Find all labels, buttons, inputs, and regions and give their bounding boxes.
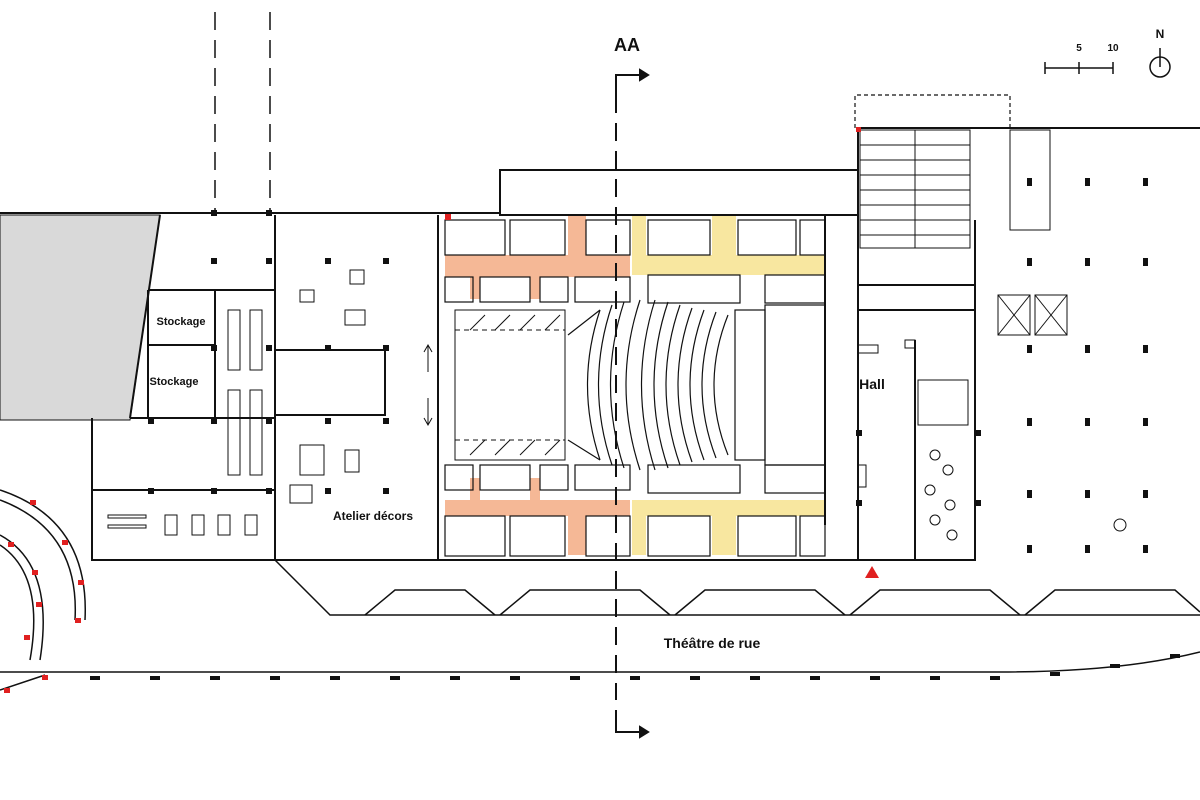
red-markers [4,127,861,693]
stage [423,309,566,461]
street-edge [0,559,1200,673]
yellow-circulation [632,215,825,555]
room-label-stockage-2: Stockage [150,376,199,388]
hall-furniture [857,339,1127,541]
storage-racks [107,269,366,536]
entrance-marker [865,566,879,578]
orange-circulation [445,215,630,555]
auditorium [567,299,826,471]
room-label-street: Théâtre de rue [664,635,761,651]
section-line [615,68,650,739]
curved-ramp [0,489,86,691]
scale-bar [1044,62,1114,74]
north-arrow-icon [1149,48,1171,78]
building-walls [0,127,1200,561]
grid-columns-right [1027,178,1148,553]
scale-tick-5: 5 [1076,43,1082,54]
room-label-atelier: Atelier décors [333,509,413,523]
stairs [859,129,1068,426]
service-rooms [444,219,826,557]
room-label-stockage-1: Stockage [157,316,206,328]
dashed-grid-lines [214,12,271,213]
scale-tick-10: 10 [1107,43,1119,54]
structural-columns [148,210,981,506]
street-bollards [90,654,1180,680]
room-label-hall: Hall [859,376,885,392]
existing-building-zone [0,214,161,421]
section-label: AA [614,35,640,55]
roof-outline [854,94,1011,128]
north-label: N [1156,27,1165,41]
